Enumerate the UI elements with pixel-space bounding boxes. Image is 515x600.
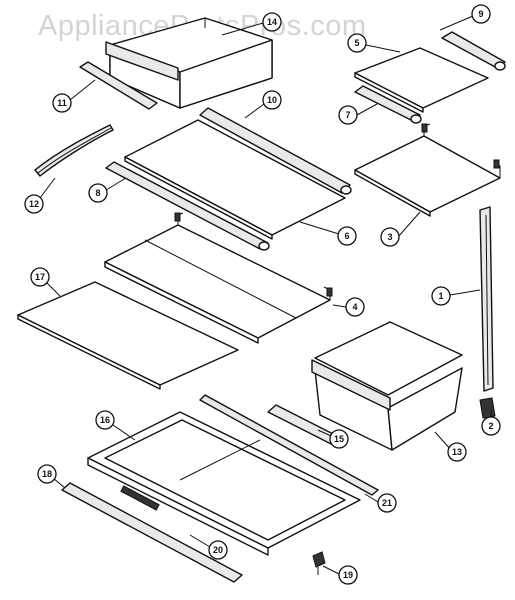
part-17-glass-panel <box>17 281 239 390</box>
svg-text:14: 14 <box>267 17 277 27</box>
callout-20: 20 <box>208 540 228 560</box>
callout-21: 21 <box>377 493 397 513</box>
svg-text:5: 5 <box>354 38 359 48</box>
svg-text:19: 19 <box>343 570 353 580</box>
svg-text:13: 13 <box>452 447 462 457</box>
svg-text:10: 10 <box>267 95 277 105</box>
callout-7: 7 <box>338 105 358 125</box>
part-5-glass-shelf <box>354 47 489 113</box>
callout-12: 12 <box>24 194 44 214</box>
part-7-trim <box>354 85 422 124</box>
part-4-shelf-frame <box>104 212 333 344</box>
leader-lines <box>39 15 492 575</box>
part-8-trim <box>105 161 270 251</box>
callout-3: 3 <box>380 227 400 247</box>
part-10-trim <box>199 107 352 195</box>
svg-text:3: 3 <box>387 232 392 242</box>
part-18-front-rail <box>61 482 243 583</box>
svg-text:15: 15 <box>334 434 344 444</box>
part-9-trim <box>441 31 506 71</box>
part-16-cover-frame <box>87 411 361 556</box>
callout-4: 4 <box>345 297 365 317</box>
svg-text:6: 6 <box>344 231 349 241</box>
svg-text:8: 8 <box>95 188 100 198</box>
callout-11: 11 <box>52 93 72 113</box>
part-19-clip <box>312 551 326 575</box>
svg-text:12: 12 <box>29 199 39 209</box>
part-13-crisper <box>311 321 463 451</box>
callout-5: 5 <box>347 33 367 53</box>
part-11-trim <box>79 61 158 110</box>
svg-text:1: 1 <box>438 291 443 301</box>
callout-17: 17 <box>30 267 50 287</box>
svg-text:20: 20 <box>213 545 223 555</box>
svg-text:21: 21 <box>382 498 392 508</box>
callout-8: 8 <box>88 183 108 203</box>
callout-10: 10 <box>262 90 282 110</box>
svg-text:7: 7 <box>345 110 350 120</box>
callout-14: 14 <box>262 12 282 32</box>
part-1-rail <box>479 206 494 392</box>
callout-9: 9 <box>471 4 491 24</box>
svg-text:11: 11 <box>57 98 67 108</box>
part-21-trim <box>199 394 379 496</box>
svg-text:17: 17 <box>35 272 45 282</box>
svg-text:16: 16 <box>100 415 110 425</box>
part-12-gasket <box>34 124 114 177</box>
callout-2: 2 <box>481 416 501 436</box>
callout-1: 1 <box>431 286 451 306</box>
svg-text:4: 4 <box>352 302 357 312</box>
callout-6: 6 <box>337 226 357 246</box>
svg-text:18: 18 <box>42 469 52 479</box>
callout-15: 15 <box>329 429 349 449</box>
callout-13: 13 <box>447 442 467 462</box>
svg-text:2: 2 <box>488 421 493 431</box>
callout-19: 19 <box>338 565 358 585</box>
part-3-shelf-frame <box>354 123 501 217</box>
part-6-glass-shelf <box>124 119 346 240</box>
part-14-drawer <box>105 17 273 109</box>
callout-18: 18 <box>37 464 57 484</box>
callout-16: 16 <box>95 410 115 430</box>
svg-text:9: 9 <box>478 9 483 19</box>
